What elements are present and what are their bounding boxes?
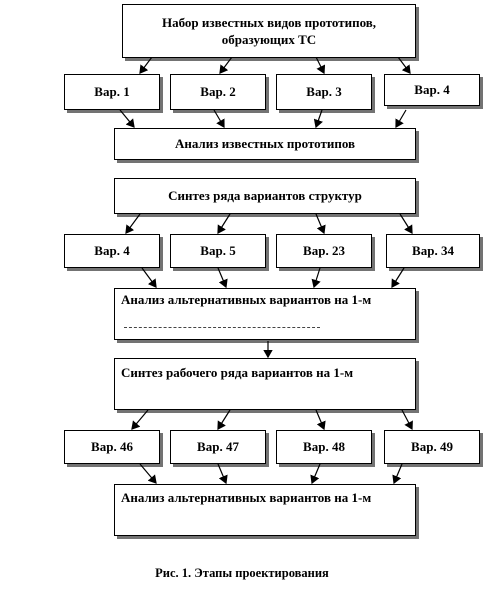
arrow-var34-analysis2	[391, 267, 405, 289]
arrow-top-var4	[397, 56, 411, 74]
arrow-var48-analysis3	[310, 463, 321, 485]
row3-variant-48: Вар. 48	[276, 430, 372, 464]
arrow-var2-analysis1	[213, 109, 225, 129]
analysis-known-prototypes-box: Анализ известных прототипов	[114, 128, 416, 160]
figure-caption: Рис. 1. Этапы проектирования	[155, 566, 329, 580]
row1-variant-2: Вар. 2	[170, 74, 266, 110]
prototype-set-line1: Набор известных видов прототипов,	[161, 15, 377, 30]
row2-variant-23: Вар. 23	[276, 234, 372, 268]
row2-variant-4: Вар. 4	[64, 234, 160, 268]
arrow-top-var1	[139, 56, 153, 74]
synthesis-structures-box: Синтез ряда вариантов структур	[114, 178, 416, 214]
row2-variant-34: Вар. 34	[386, 234, 480, 268]
arrow-var4-analysis1	[395, 109, 407, 129]
analysis-alternatives-box-2: Анализ альтернативных вариантов на 1-м	[114, 484, 416, 536]
arrow-syn1-var23	[315, 213, 326, 235]
synthesis-working-set-box: Синтез рабочего ряда вариантов на 1-м	[114, 358, 416, 410]
arrow-syn1-var34	[399, 213, 413, 235]
arrow-var5-analysis2	[217, 267, 228, 289]
arrow-var47-analysis3	[217, 463, 228, 485]
row2-variant-5: Вар. 5	[170, 234, 266, 268]
arrow-var4-analysis2	[141, 267, 157, 288]
obscured-text-line	[124, 327, 320, 330]
arrow-top-var3	[315, 56, 326, 75]
arrow-syn2-var46	[131, 409, 149, 430]
row1-variant-3: Вар. 3	[276, 74, 372, 110]
arrow-syn2-var47	[217, 409, 231, 431]
arrow-var3-analysis1	[313, 109, 323, 129]
arrow-syn2-var48	[315, 409, 326, 431]
arrow-var1-analysis1	[119, 109, 135, 128]
prototype-set-box: Набор известных видов прототипов, образу…	[122, 4, 416, 58]
arrow-syn2-var49	[401, 409, 413, 431]
arrow-var49-analysis3	[392, 463, 403, 485]
arrow-top-var2	[219, 56, 233, 74]
arrow-syn1-var5	[217, 213, 231, 235]
row3-variant-49: Вар. 49	[384, 430, 480, 464]
row1-variant-1: Вар. 1	[64, 74, 160, 110]
row3-variant-46: Вар. 46	[64, 430, 160, 464]
analysis-alternatives-box-1: Анализ альтернативных вариантов на 1-м	[114, 288, 416, 340]
prototype-set-line2: образующих ТС	[221, 32, 317, 47]
arrow-var46-analysis3	[139, 463, 157, 484]
arrow-var23-analysis2	[311, 267, 321, 289]
row1-variant-4: Вар. 4	[384, 74, 480, 106]
arrow-syn1-var4	[125, 213, 141, 234]
row3-variant-47: Вар. 47	[170, 430, 266, 464]
